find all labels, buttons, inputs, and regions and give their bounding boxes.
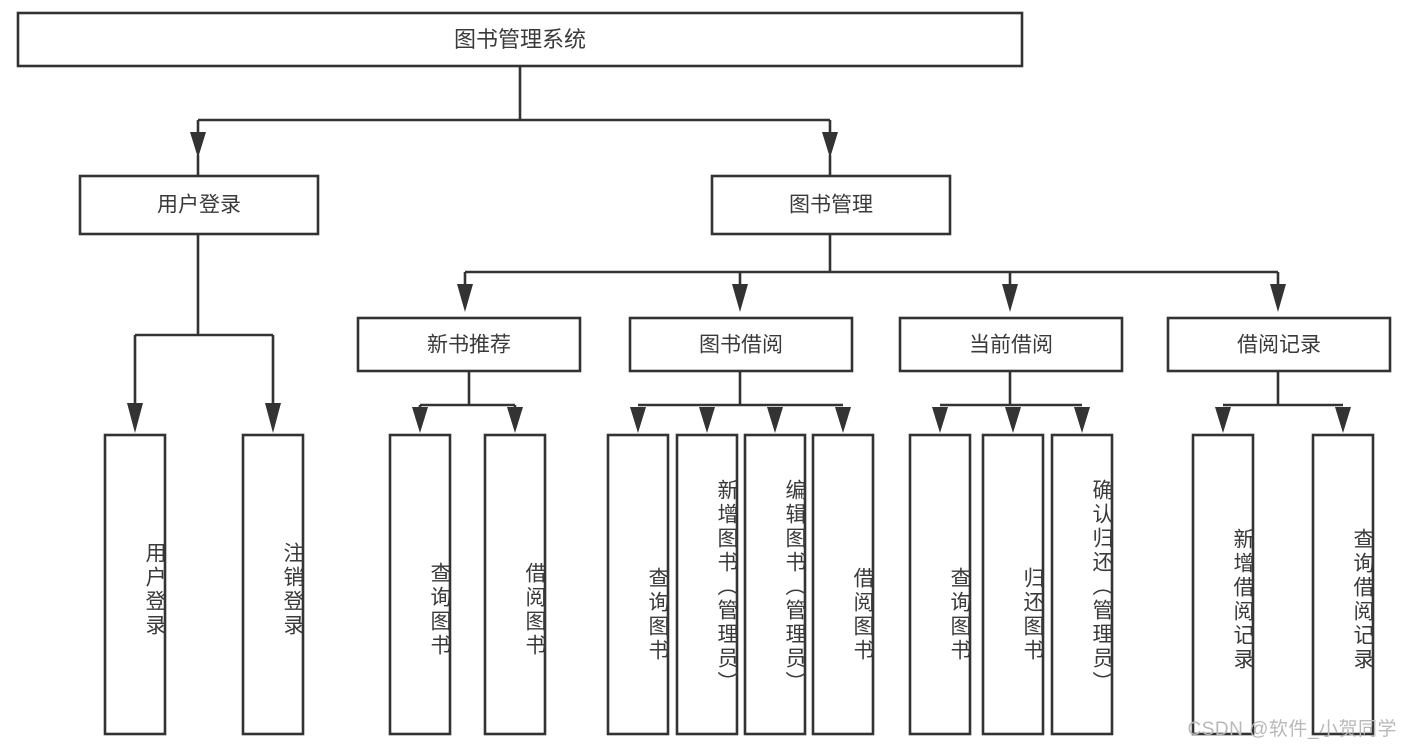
node-root[interactable]: 图书管理系统 [16,11,1024,68]
node-current-borrow-box[interactable] [898,316,1124,373]
arrow-bm-to-current [1002,284,1018,312]
edge-group-book-borrow [630,371,851,433]
watermark-text: CSDN @软件_小贺同学 [1187,719,1397,740]
arrow-br-a [1215,407,1231,433]
arrow-bb-c [767,407,783,433]
node-book-borrow-box[interactable] [628,316,854,373]
node-new-book-recommend[interactable]: 新书推荐 [356,316,582,373]
arrow-ul-a [127,403,143,433]
leaf-box-edit-book-admin[interactable] [743,433,807,736]
edge-group-book-mgmt [457,234,1286,312]
node-current-borrow-label: 当前借阅 [969,334,1053,357]
leaf-box-add-book-admin[interactable] [675,433,739,736]
edge-group-current-borrow [932,371,1090,433]
node-user-login[interactable]: 用户登录 [78,174,320,236]
leaf-box-query-book-nb[interactable] [388,433,452,736]
arrow-bm-to-borrow [732,284,748,312]
arrow-root-to-user-login [190,132,206,158]
arrow-cb-a [932,407,948,433]
leaf-box-confirm-return[interactable] [1050,433,1114,736]
arrow-bm-to-new-book [457,284,473,312]
arrow-cb-b [1005,407,1021,433]
node-new-book-recommend-label: 新书推荐 [427,334,511,357]
edge-group-borrow-records [1215,371,1351,433]
leaf-box-logout[interactable] [241,433,305,736]
leaf-box-borrow-book-bb[interactable] [811,433,875,736]
leaf-box-borrow-book-nb[interactable] [483,433,547,736]
leaf-box-return-book[interactable] [981,433,1045,736]
node-current-borrow[interactable]: 当前借阅 [898,316,1124,373]
node-book-management-label: 图书管理 [789,194,873,217]
leaf-box-user-login[interactable] [103,433,167,736]
node-book-borrow-label: 图书借阅 [699,334,783,357]
node-book-management[interactable]: 图书管理 [710,174,952,236]
node-borrow-records[interactable]: 借阅记录 [1166,316,1392,373]
node-book-borrow[interactable]: 图书借阅 [628,316,854,373]
edge-group-new-book [412,371,523,433]
leaf-boxes [103,433,1375,736]
node-root-box[interactable] [16,11,1024,68]
node-book-management-box[interactable] [710,174,952,236]
node-user-login-box[interactable] [78,174,320,236]
arrow-bb-d [835,407,851,433]
leaf-box-query-record[interactable] [1311,433,1375,736]
arrow-root-to-book-mgmt [822,132,838,158]
arrow-bm-to-records [1270,284,1286,312]
edge-group-user-login [127,234,281,433]
node-borrow-records-box[interactable] [1166,316,1392,373]
node-root-label: 图书管理系统 [454,27,586,52]
leaf-box-query-book-bb[interactable] [606,433,670,736]
arrow-bb-b [699,407,715,433]
arrow-nb-b [507,407,523,433]
node-user-login-label: 用户登录 [157,194,241,217]
arrow-nb-a [412,407,428,433]
arrow-bb-a [630,407,646,433]
arrow-cb-c [1074,407,1090,433]
leaf-box-add-record[interactable] [1191,433,1255,736]
arrow-br-b [1335,407,1351,433]
edge-group-root [190,66,838,176]
node-borrow-records-label: 借阅记录 [1237,334,1321,357]
node-new-book-recommend-box[interactable] [356,316,582,373]
arrow-ul-b [265,403,281,433]
leaf-box-query-book-cb[interactable] [908,433,972,736]
